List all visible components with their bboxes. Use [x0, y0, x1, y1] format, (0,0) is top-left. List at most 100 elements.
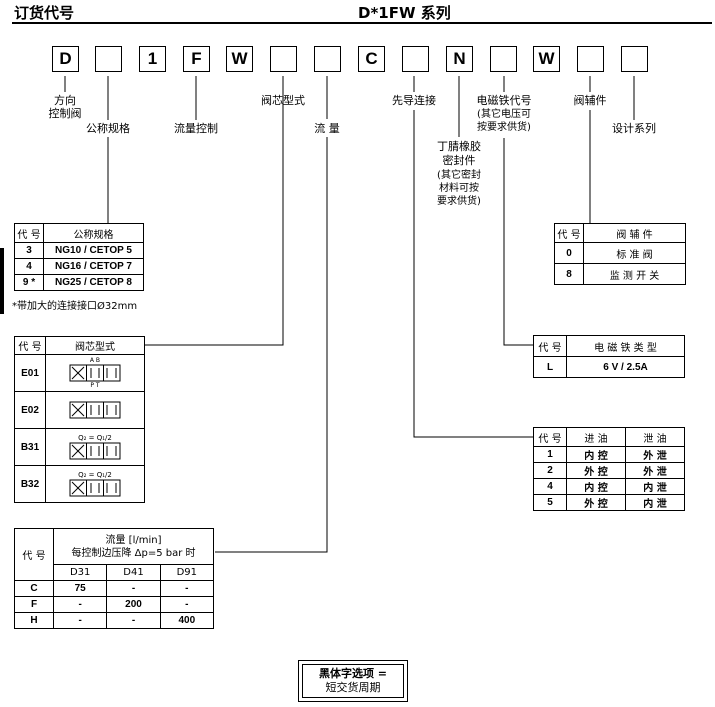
- solenoid-header-code: 代 号: [533, 335, 567, 357]
- solenoid-code: L: [533, 356, 567, 378]
- code-box-4: F: [183, 46, 210, 72]
- accessory-name: 标 准 阀: [583, 242, 686, 264]
- flow-value: -: [106, 580, 161, 597]
- pilot-drain: 外 泄: [625, 446, 685, 463]
- flow-code: F: [14, 596, 54, 613]
- accessory-name: 监 测 开 关: [583, 263, 686, 285]
- flow-title-1: 流量 [l/min]: [105, 534, 162, 546]
- flow-value: -: [52, 596, 108, 613]
- flow-col-d41: D41: [106, 564, 161, 581]
- solenoid-header-type: 电 磁 铁 类 型: [566, 335, 685, 357]
- order-code-title: 订货代号: [14, 4, 75, 22]
- pilot-code: 4: [533, 478, 567, 495]
- table-row: B32 Q₂ = Q₁/2: [14, 465, 145, 503]
- label-seal-note-3: 要求供货): [437, 196, 481, 207]
- flow-col-d31: D31: [52, 564, 108, 581]
- pilot-drain: 外 泄: [625, 462, 685, 479]
- solenoid-value: 6 V / 2.5A: [566, 356, 685, 378]
- legend-line-1: 黑体字选项 =: [318, 667, 388, 680]
- label-design-series: 设计系列: [612, 122, 656, 135]
- code-box-12: W: [533, 46, 560, 72]
- pilot-code: 5: [533, 494, 567, 511]
- table-row: 3 NG10 / CETOP 5: [14, 242, 144, 259]
- label-nbr-rubber: 丁腈橡胶: [437, 140, 481, 153]
- label-direction: 方向: [54, 94, 76, 107]
- code-box-6: [270, 46, 297, 72]
- flow-table: 代 号 流量 [l/min] 每控制边压降 Δp=5 bar 时 D31 D41…: [14, 528, 215, 629]
- accessory-code: 8: [554, 263, 584, 285]
- size-header-size: 公称规格: [43, 223, 144, 243]
- label-seal: 密封件: [442, 154, 476, 167]
- code-box-14: [621, 46, 648, 72]
- table-row: C 75 - -: [14, 580, 215, 597]
- accessory-header-code: 代 号: [554, 223, 584, 243]
- accessory-code: 0: [554, 242, 584, 264]
- label-seal-note-2: 材料可按: [439, 183, 479, 194]
- pilot-header-code: 代 号: [533, 427, 567, 447]
- label-flow-control: 流量控制: [174, 122, 218, 135]
- table-row: L 6 V / 2.5A: [533, 356, 685, 378]
- nominal-size-table: 代 号 公称规格 3 NG10 / CETOP 5 4 NG16 / CETOP…: [14, 223, 144, 291]
- code-box-13: [577, 46, 604, 72]
- code-box-9: [402, 46, 429, 72]
- flow-header-code: 代 号: [14, 528, 54, 581]
- section-marker-bar: [0, 248, 4, 314]
- label-solenoid-note-1: (其它电压可: [477, 109, 531, 120]
- spool-symbol-icon: [69, 479, 121, 497]
- code-box-7: [314, 46, 341, 72]
- spool-symbol-icon: [69, 364, 121, 382]
- pilot-inlet: 外 控: [566, 462, 626, 479]
- table-row: F - 200 -: [14, 596, 215, 613]
- pilot-header-inlet: 进 油: [566, 427, 626, 447]
- solenoid-type-table: 代 号 电 磁 铁 类 型 L 6 V / 2.5A: [533, 335, 685, 378]
- code-box-1: D: [52, 46, 79, 72]
- size-value: NG16 / CETOP 7: [43, 258, 144, 275]
- table-row: 5 外 控 内 泄: [533, 494, 685, 511]
- header-rule: [12, 22, 712, 24]
- code-box-11: [490, 46, 517, 72]
- table-row: 1 内 控 外 泄: [533, 446, 685, 463]
- pilot-header-drain: 泄 油: [625, 427, 685, 447]
- bold-option-legend: 黑体字选项 = 短交货周期: [298, 660, 408, 702]
- spool-flow-ratio: Q₂ = Q₁/2: [78, 434, 112, 442]
- table-row: 4 内 控 内 泄: [533, 478, 685, 495]
- pilot-code: 2: [533, 462, 567, 479]
- legend-line-2: 短交货周期: [325, 681, 381, 694]
- spool-code: E01: [14, 354, 46, 392]
- label-spool-type: 阀芯型式: [261, 94, 305, 107]
- flow-title-2: 每控制边压降 Δp=5 bar 时: [71, 547, 196, 559]
- spool-flow-ratio: Q₂ = Q₁/2: [78, 471, 112, 479]
- size-header-code: 代 号: [14, 223, 44, 243]
- label-control-valve: 控制阀: [48, 107, 82, 120]
- flow-col-d91: D91: [159, 564, 215, 581]
- spool-code: B31: [14, 428, 46, 466]
- table-row: 4 NG16 / CETOP 7: [14, 258, 144, 275]
- code-box-5: W: [226, 46, 253, 72]
- table-row: B31 Q₂ = Q₁/2: [14, 428, 145, 466]
- spool-header-code: 代 号: [14, 336, 46, 355]
- pilot-drain: 内 泄: [625, 494, 685, 511]
- spool-header-type: 阀芯型式: [45, 336, 145, 355]
- series-title: D*1FW 系列: [358, 4, 451, 22]
- table-row: H - - 400: [14, 612, 215, 629]
- code-box-10: N: [446, 46, 473, 72]
- spool-code: E02: [14, 391, 46, 429]
- spool-symbol-icon: [69, 401, 121, 419]
- code-box-8: C: [358, 46, 385, 72]
- label-flow: 流 量: [314, 122, 340, 135]
- spool-type-table: 代 号 阀芯型式 E01 A B P T E02: [14, 336, 145, 503]
- spool-port-label-bottom: P T: [90, 382, 100, 389]
- table-row: 9 * NG25 / CETOP 8: [14, 274, 144, 291]
- label-valve-accessory: 阀辅件: [573, 94, 607, 107]
- pilot-drain: 内 泄: [625, 478, 685, 495]
- table-row: 0 标 准 阀: [554, 242, 686, 264]
- flow-value: -: [52, 612, 108, 629]
- spool-symbol-icon: [69, 442, 121, 460]
- pilot-inlet: 内 控: [566, 478, 626, 495]
- flow-value: 200: [106, 596, 161, 613]
- label-pilot-connection: 先导连接: [392, 94, 436, 107]
- spool-code: B32: [14, 465, 46, 503]
- flow-value: -: [159, 596, 215, 613]
- flow-code: H: [14, 612, 54, 629]
- flow-value: 400: [159, 612, 215, 629]
